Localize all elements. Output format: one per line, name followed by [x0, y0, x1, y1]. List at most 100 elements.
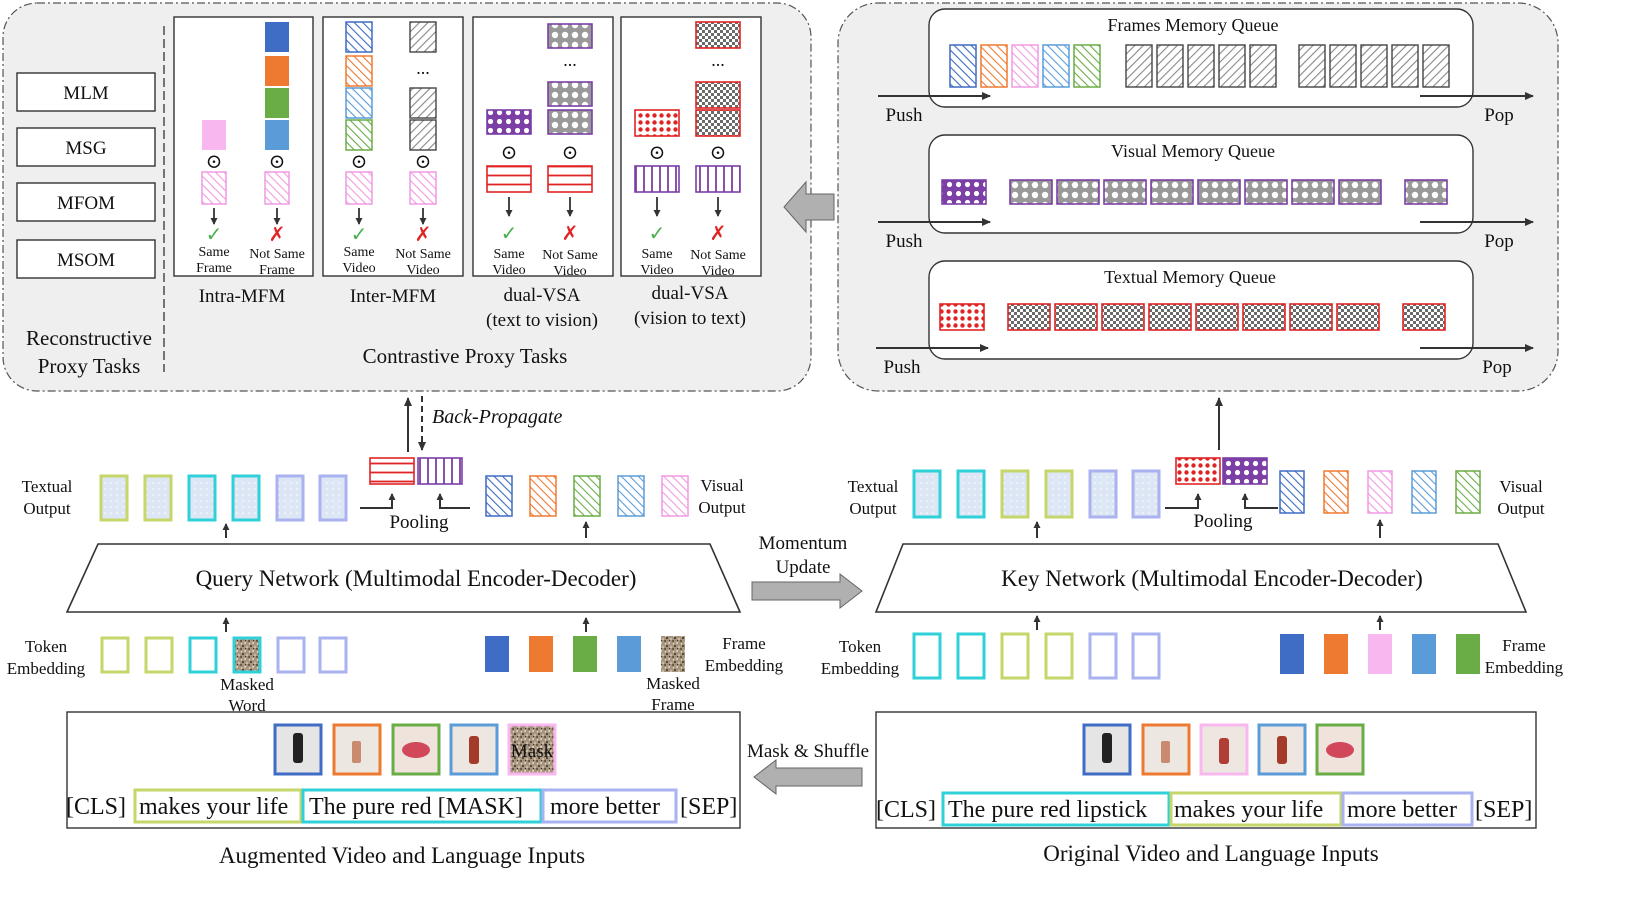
sentence-cls: [CLS] [876, 797, 936, 823]
gray-hatch-frame [1249, 44, 1277, 88]
check-icon: ✓ [206, 224, 223, 246]
pooling-arrow-right [1241, 493, 1278, 509]
frame-embedding-pink [1368, 634, 1392, 674]
frames-memory-queue: Frames Memory Queue Push Pop [878, 8, 1534, 126]
check-icon: ✓ [649, 223, 666, 245]
textual-output-token [912, 469, 942, 519]
token-embedding-label: Token [839, 637, 882, 656]
panel-frame [322, 16, 464, 277]
visual-feature-gray [1150, 179, 1194, 205]
visual-feature-gray [1244, 179, 1288, 205]
hatch-frame-green [345, 119, 373, 151]
masked-frame-embedding [661, 636, 685, 672]
panel-frame [173, 16, 314, 277]
frame-embedding-label: Embedding [1485, 658, 1564, 677]
queue-title: Visual Memory Queue [1111, 141, 1275, 161]
back-propagate-label: Back-Propagate [432, 406, 562, 428]
panel-inter-mfm: ... ⊙ ⊙ ✓ ✗ Same Video Not Same Video In… [322, 16, 464, 307]
key-side: Textual Output Pooling Visual Output Key… [821, 397, 1564, 866]
visual-output-label: Visual [700, 476, 744, 495]
panel-left-label-1: Same [493, 247, 524, 262]
visual-output-frame [485, 475, 513, 517]
panel-dual-vsa-v2t: ... ⊙ ⊙ ✓ ✗ Same Video Not Same Video du… [620, 16, 762, 329]
push-label: Push [884, 357, 921, 378]
panel-right-label-1: Not Same [690, 248, 746, 263]
big-left-arrow [783, 180, 835, 234]
panel-intra-mfm: ⊙ ⊙ ✓ ✗ Same Frame Not Same Frame Intra-… [173, 16, 314, 307]
cross-icon: ✗ [710, 223, 727, 245]
token-embedding [1131, 632, 1161, 680]
gray-hatch-frame [1156, 44, 1184, 88]
token-embedding [188, 636, 218, 674]
panel-left-label-2: Video [640, 263, 673, 278]
pop-label: Pop [1484, 105, 1514, 126]
recon-item-msom: MSOM [57, 250, 115, 271]
sentence-sep: [SEP] [680, 794, 737, 820]
text-feature-gray [1402, 303, 1446, 331]
sentence-segment-3: more better [1347, 797, 1457, 823]
pink-hatch-frame [201, 171, 227, 205]
text-feature-gray [1148, 303, 1192, 331]
pooled-text-feature [1175, 457, 1221, 485]
recon-item-mfom: MFOM [57, 193, 115, 214]
gray-hatch-frame [409, 87, 437, 119]
panel-name: Intra-MFM [199, 286, 286, 307]
swatch-thumb-fill [402, 742, 430, 758]
token-embedding [1044, 632, 1074, 680]
gray-hatch-frame [1298, 44, 1326, 88]
panel-right-label-1: Not Same [249, 247, 305, 262]
hatch-frame-lightblue [345, 87, 373, 119]
contrastive-title: Contrastive Proxy Tasks [363, 344, 568, 368]
token-embedding [1000, 632, 1030, 680]
frame-embedding-blue [485, 636, 509, 672]
video-frame-thumb [1199, 723, 1249, 776]
visual-output-frame [617, 475, 645, 517]
textual-output-label: Textual [22, 477, 73, 496]
token-embedding [100, 636, 130, 674]
pink-frame-block [202, 120, 226, 150]
visual-feature-gray [1197, 179, 1241, 205]
dot-product-icon: ⊙ [562, 142, 579, 164]
textual-output-token [275, 474, 305, 522]
visual-feature-gray [547, 81, 593, 107]
panel-left-label-2: Video [492, 263, 525, 278]
hatch-frame-pink [1011, 44, 1039, 88]
visual-output-label: Output [698, 498, 746, 517]
sentence-segment-box-cyan [941, 791, 1171, 827]
pink-hatch-frame [409, 171, 437, 205]
ellipsis: ... [711, 50, 725, 70]
push-label: Push [886, 231, 923, 252]
masked-word-label: Word [228, 696, 266, 715]
recon-item-mlm: MLM [63, 83, 109, 104]
color-frame-green [265, 88, 289, 118]
token-embedding [956, 632, 986, 680]
visual-output-frame [1323, 470, 1349, 514]
panel-right-label-2: Frame [259, 263, 295, 278]
text-feature-gray [1101, 303, 1145, 331]
momentum-update-label: Update [776, 557, 831, 578]
pop-label: Pop [1482, 357, 1512, 378]
gray-hatch-frame [1391, 44, 1419, 88]
panel-name: dual-VSA [651, 283, 728, 304]
dot-product-icon: ⊙ [415, 151, 432, 173]
pooling-label: Pooling [389, 512, 449, 533]
hatch-frame-orange [980, 44, 1008, 88]
panel-left-label-1: Same [343, 245, 374, 260]
sentence-segment-2: makes your life [1174, 797, 1323, 823]
panel-frame [620, 16, 762, 277]
textual-output-label: Textual [848, 477, 899, 496]
text-feature-gray [695, 109, 741, 137]
gray-hatch-frame [409, 119, 437, 151]
gray-hatch-frame [409, 21, 437, 53]
frame-embedding-lightblue [617, 636, 641, 672]
gray-hatch-frame [1187, 44, 1215, 88]
text-feature-gray [695, 21, 741, 49]
pooled-visual-feature [417, 457, 463, 485]
cross-icon: ✗ [562, 223, 579, 245]
sentence-segment-box-lavender [1341, 791, 1474, 827]
visual-output-frame [1367, 470, 1393, 514]
pink-hatch-frame [264, 171, 290, 205]
pop-label: Pop [1484, 231, 1514, 252]
